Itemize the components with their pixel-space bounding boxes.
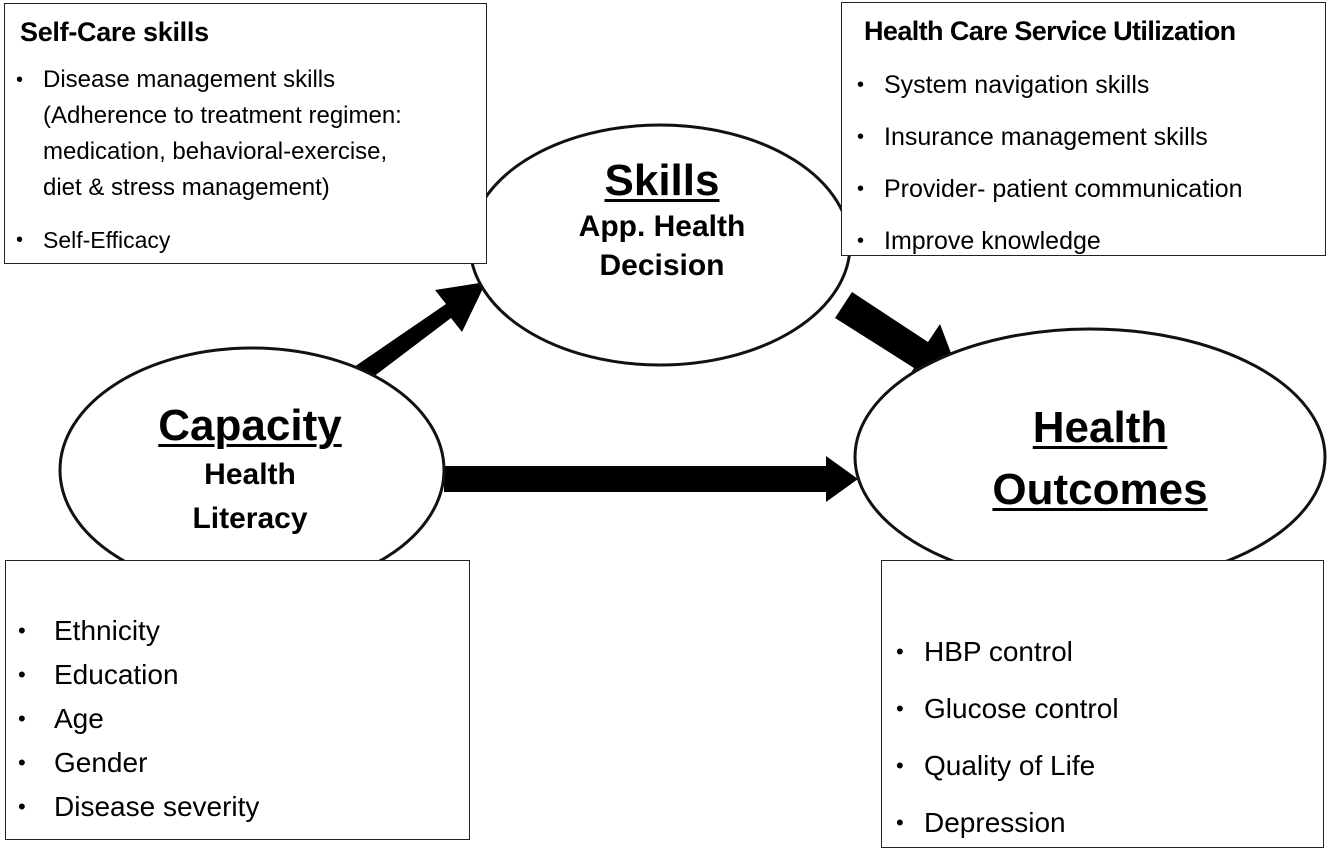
list-item: Gender <box>6 741 259 785</box>
list-item: Improve knowledge <box>842 215 1243 267</box>
skills-node-line2: Decision <box>599 249 725 282</box>
arrow-capacity-to-outcomes <box>444 456 858 502</box>
list-item: Provider- patient communication <box>842 163 1243 215</box>
list-item: Depression <box>882 794 1119 851</box>
outcomes-list: HBP control Glucose control Quality of L… <box>882 623 1119 851</box>
outcomes-node-line2: Outcomes <box>992 465 1208 514</box>
self-care-title: Self-Care skills <box>20 17 209 47</box>
list-item: Quality of Life <box>882 737 1119 794</box>
list-item: Disease severity <box>6 785 259 829</box>
list-item: Ethnicity <box>6 609 259 653</box>
arrow-capacity-to-skills <box>335 282 486 396</box>
list-item: System navigation skills <box>842 59 1243 111</box>
list-item: Age <box>6 697 259 741</box>
skills-node-line1: App. Health <box>578 210 746 243</box>
list-item: (Adherence to treatment regimen: <box>43 102 402 129</box>
service-utilization-title: Health Care Service Utilization <box>864 16 1236 46</box>
list-item: HBP control <box>882 623 1119 680</box>
skills-node-label: Skills App. Health Decision <box>462 155 862 285</box>
list-item: Disease management skills <box>5 62 402 98</box>
list-item: diet & stress management) <box>43 174 330 201</box>
outcomes-node-label: Health Outcomes <box>900 397 1300 521</box>
list-item: Self-Efficacy <box>5 222 402 258</box>
outcomes-list-box: HBP control Glucose control Quality of L… <box>881 560 1324 851</box>
self-care-list: Disease management skills (Adherence to … <box>5 62 402 258</box>
capacity-factors-list: Ethnicity Education Age Gender Disease s… <box>6 609 259 829</box>
capacity-node-line2: Literacy <box>192 502 308 535</box>
list-item: Education <box>6 653 259 697</box>
skills-node-title: Skills <box>604 156 720 205</box>
capacity-node-title: Capacity <box>158 401 342 450</box>
service-utilization-list: System navigation skills Insurance manag… <box>842 59 1243 267</box>
list-item: Glucose control <box>882 680 1119 737</box>
list-item: medication, behavioral-exercise, <box>43 138 388 165</box>
capacity-node-label: Capacity Health Literacy <box>50 398 450 541</box>
outcomes-node-line1: Health <box>1032 403 1168 452</box>
service-utilization-box: Health Care Service Utilization System n… <box>841 2 1326 267</box>
self-care-box: Self-Care skills Disease management skil… <box>4 3 487 264</box>
list-item: Insurance management skills <box>842 111 1243 163</box>
capacity-factors-box: Ethnicity Education Age Gender Disease s… <box>5 560 470 840</box>
capacity-node-line1: Health <box>204 458 296 491</box>
